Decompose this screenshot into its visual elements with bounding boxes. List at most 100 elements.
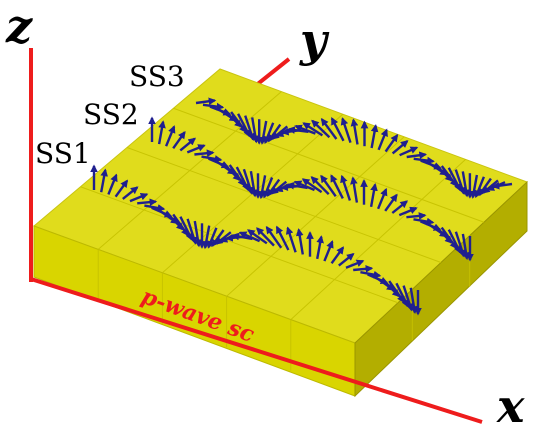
spin-arrow (194, 149, 215, 158)
spin-arrow (433, 163, 454, 182)
spin-arrow (369, 182, 378, 208)
spin-arrow (228, 164, 246, 187)
superconductor-slab (33, 68, 528, 398)
spin-arrow (340, 117, 352, 143)
spin-arrow (395, 282, 409, 308)
spin-arrow (107, 173, 118, 195)
slab-grid-lines (80, 91, 485, 371)
spin-arrow (122, 186, 139, 200)
spin-arrow (350, 118, 359, 145)
slab-grid-line (173, 107, 485, 223)
ss1-label: SS1 (35, 137, 91, 170)
spin-arrow (413, 156, 435, 165)
spin-arrow (259, 120, 268, 145)
spin-arrow (275, 225, 290, 251)
spin-arrow (406, 212, 427, 220)
spin-spiral-ss3 (195, 97, 513, 199)
spin-arrow (129, 193, 149, 203)
spin-arrow (370, 124, 379, 149)
spin-arrow (433, 224, 453, 244)
spin-arrow (237, 113, 251, 138)
spin-arrow (447, 229, 462, 254)
spin-arrow (195, 97, 217, 106)
spin-arrow (157, 120, 166, 145)
spin-arrow (398, 206, 418, 217)
spin-arrow (377, 128, 388, 151)
spin-arrow (262, 177, 274, 199)
spin-arrow (391, 200, 408, 214)
spin-arrow (301, 178, 323, 194)
spin-arrow (179, 137, 196, 152)
spin-arrow (172, 213, 189, 237)
spin-arrow (330, 117, 345, 142)
spin-arrow (302, 122, 324, 137)
spin-arrow (164, 125, 176, 147)
spin-arrow (330, 246, 345, 265)
spin-arrow (440, 226, 458, 250)
spin-arrow (186, 144, 206, 154)
spin-arrow (470, 174, 479, 199)
spin-arrow (320, 174, 337, 197)
spin-arrow (320, 117, 338, 140)
spin-arrow (330, 174, 344, 199)
spin-arrow (340, 174, 352, 201)
spin-arrow (388, 280, 405, 303)
spin-arrow (323, 240, 334, 262)
spin-arrow (256, 227, 275, 247)
spin-arrow (345, 259, 365, 269)
spin-arrow (413, 217, 435, 226)
spin-arrow (201, 155, 223, 163)
spin-arrow (440, 165, 458, 188)
spin-arrow (223, 109, 243, 128)
spin-arrow (391, 140, 409, 155)
spin-spiral-ss2 (148, 116, 474, 262)
spin-arrow (165, 211, 184, 231)
spin-arrow (376, 187, 388, 210)
spin-arrow (293, 180, 315, 192)
spin-arrow (285, 226, 297, 253)
spin-arrow (230, 111, 247, 134)
spin-arrow (263, 122, 275, 145)
spin-arrow (399, 146, 419, 157)
spin-arrow (316, 235, 324, 260)
spin-arrow (265, 225, 283, 249)
spin-arrow (221, 162, 241, 181)
ss2-label: SS2 (83, 98, 139, 131)
spin-arrow (295, 228, 304, 255)
spin-arrow (207, 227, 218, 249)
spin-arrow (311, 119, 331, 139)
spin-arrow (172, 130, 186, 149)
slab-grid-line (80, 186, 399, 304)
spin-arrow (258, 175, 267, 200)
z-axis-label: z (5, 0, 33, 53)
spin-arrow (474, 176, 486, 199)
spin-arrow (202, 225, 211, 250)
spin-arrow (114, 179, 129, 198)
spin-arrow (202, 102, 225, 111)
slab-grid-line (126, 147, 442, 263)
spin-arrow (294, 124, 316, 135)
spin-arrow (235, 166, 250, 192)
spin-arrow (447, 167, 462, 192)
x-axis-label: x (496, 379, 525, 429)
x-axis-line (30, 277, 483, 424)
spin-arrow (384, 133, 399, 153)
spin-arrow (144, 204, 166, 212)
spin-spirals (90, 97, 513, 316)
spin-arrow (384, 193, 398, 212)
spin-arrow (350, 176, 359, 203)
spin-arrow (179, 216, 193, 241)
spin-arrow (360, 270, 382, 279)
spin-arrow (310, 176, 330, 196)
ss3-label: SS3 (129, 60, 185, 93)
spin-arrow (338, 253, 355, 267)
spin-arrow (381, 278, 400, 298)
y-axis-label: y (299, 13, 330, 67)
spin-spiral-ss1 (90, 164, 422, 316)
spin-arrow (137, 198, 158, 206)
spin-arrow (100, 168, 108, 193)
spin-arrow (491, 181, 513, 190)
spin-arrow (406, 151, 428, 160)
spin-arrow (247, 229, 268, 245)
